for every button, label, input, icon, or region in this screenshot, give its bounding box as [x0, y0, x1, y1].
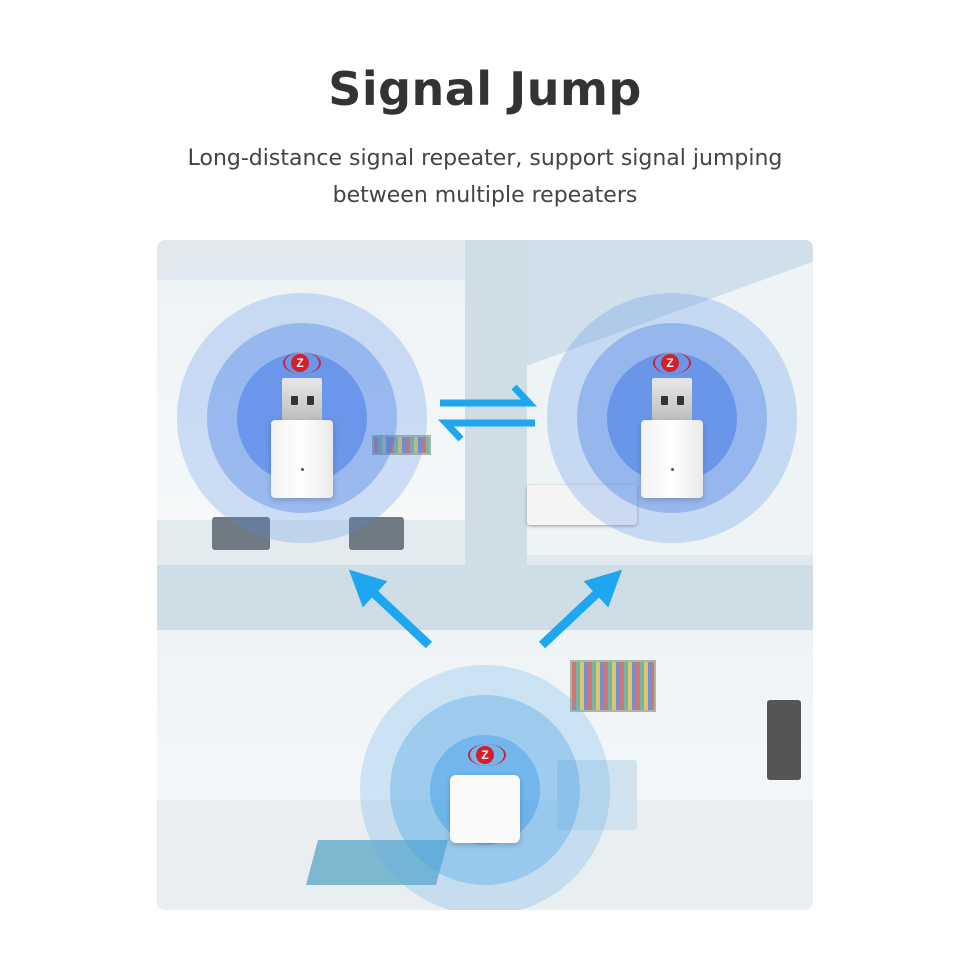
arrow-left-icon: [437, 419, 535, 442]
armchair: [349, 517, 404, 550]
zigbee-icon: Z: [476, 746, 494, 764]
arrows: [348, 384, 623, 649]
subtitle-line-1: Long-distance signal repeater, support s…: [187, 146, 783, 171]
arrow-up-right-icon: [538, 569, 623, 649]
floor-divider: [157, 565, 813, 630]
signal-wave-icon: [468, 744, 506, 766]
signal-wave-icon: [283, 352, 321, 374]
bookshelf: [372, 435, 431, 455]
page-title: Signal Jump: [328, 62, 642, 116]
floor-upper-left: [157, 520, 465, 565]
zigbee-icon: Z: [661, 354, 679, 372]
zigbee-gateway-hub: [450, 775, 520, 843]
sofa: [557, 760, 637, 830]
zigbee-icon: Z: [291, 354, 309, 372]
signal-wave-icon: [653, 352, 691, 374]
tv: [767, 700, 801, 780]
armchair: [212, 517, 270, 550]
arrow-up-left-icon: [348, 569, 433, 649]
bookshelf: [570, 660, 656, 712]
subtitle-line-2: between multiple repeaters: [332, 183, 638, 208]
subtitle: Long-distance signal repeater, support s…: [0, 140, 970, 214]
bed: [527, 485, 637, 525]
arrow-right-icon: [440, 384, 538, 407]
house-illustration: Z Z Z: [157, 240, 813, 910]
